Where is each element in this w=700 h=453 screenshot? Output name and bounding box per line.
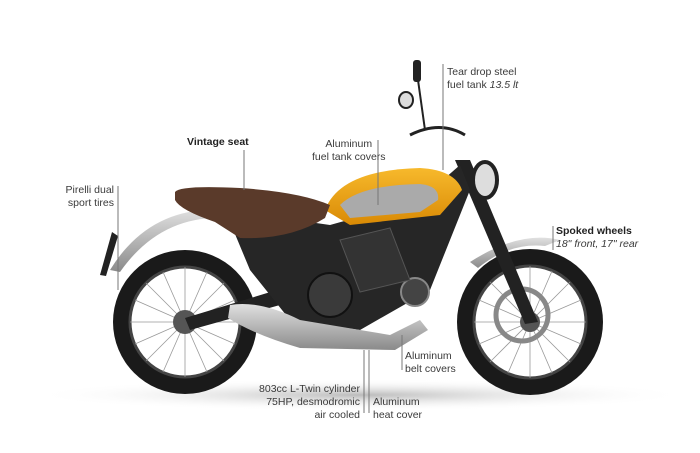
callout-tires: Pirelli dual sport tires [65, 184, 114, 209]
callout-vintage-seat: Vintage seat [187, 136, 249, 148]
front-fender [470, 237, 560, 268]
leader-lines [117, 64, 554, 413]
engine-cover [307, 272, 353, 318]
callout-fuel-tank: Tear drop steel fuel tank 13.5 lt [447, 66, 519, 91]
callout-fuel-tank-covers: Aluminum fuel tank covers [312, 138, 386, 163]
headlight [471, 160, 499, 200]
callout-belt-covers: Aluminum belt covers [405, 350, 456, 375]
callout-spoked-wheels: Spoked wheels 18" front, 17" rear [556, 225, 639, 250]
front-fork [455, 160, 538, 324]
mirror [413, 60, 421, 82]
callout-heat-cover: Aluminum heat cover [373, 396, 423, 421]
exhaust [228, 304, 428, 350]
callout-engine: 803cc L-Twin cylinder 75HP, desmodromic … [259, 383, 360, 421]
ground-shadow [30, 379, 690, 411]
rear-wheel [113, 250, 257, 394]
tank-cover [340, 184, 439, 218]
seat [175, 187, 330, 239]
